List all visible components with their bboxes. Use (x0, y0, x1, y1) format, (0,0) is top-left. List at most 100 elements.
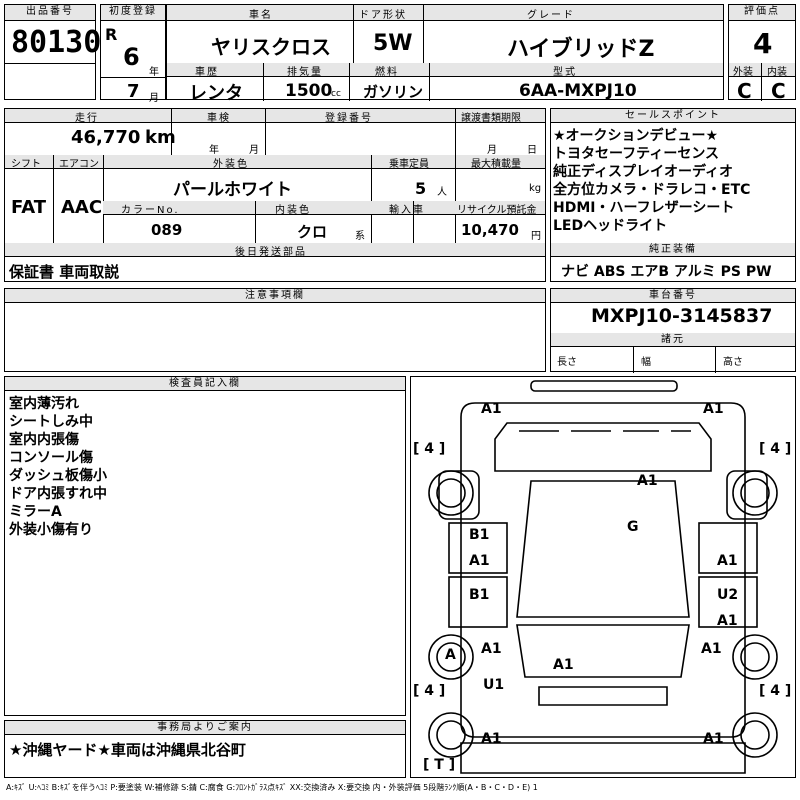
recycle: 10,470 (461, 221, 519, 239)
office-box: 事務局よりご案内 ★沖縄ヤード★車両は沖縄県北谷町 (4, 720, 406, 778)
shift: FAT (11, 197, 47, 218)
spec-length: 長さ (557, 357, 577, 368)
mark-hood: A1 (637, 473, 658, 489)
grade: ハイブリッドZ (507, 37, 655, 62)
genuine-label: 純正装備 (551, 243, 795, 257)
sales-label: セールスポイント (551, 109, 795, 123)
damage-diagram: [ 4 ] [ 4 ] [ 4 ] [ 4 ] [ T ] A1 A1 A1 G… (410, 376, 796, 778)
genuine-items: ナビ ABS エアB アルミ PS PW (561, 264, 772, 280)
transfer-day: 日 (527, 145, 537, 156)
later-label: 後日発送部品 (235, 247, 307, 258)
chassis-label: 車台番号 (551, 289, 795, 303)
sales-point: HDMI・ハーフレザーシート (553, 200, 735, 216)
ext-grade: C (737, 79, 752, 103)
mark-door-l: B1 (469, 587, 490, 603)
load-unit: kg (529, 183, 542, 194)
inspector-note: ミラーA (9, 504, 62, 520)
spec-height: 高さ (723, 357, 743, 368)
lot-number: 80130 (11, 25, 102, 60)
inspector-note: シートしみ中 (9, 414, 93, 430)
transfer-month: 月 (487, 145, 497, 156)
grade-label: グレード (527, 10, 575, 21)
lot-label: 出品番号 (5, 5, 95, 21)
sales-point: LEDヘッドライト (553, 218, 668, 234)
mark-bumper-r: A1 (703, 731, 724, 747)
mark-rear-l: A1 (481, 641, 502, 657)
score-label: 評価点 (729, 5, 795, 21)
regno-label: 登録番号 (325, 113, 373, 124)
sales-box: セールスポイント ★オークションデビュー★ トヨタセーフティーセンス純正ディスプレ… (550, 108, 796, 282)
tire-rl: [ 4 ] (413, 683, 446, 699)
mark-fender-l1: B1 (469, 527, 490, 543)
load-label: 最大積載量 (471, 159, 521, 170)
ac-label: エアコン (59, 159, 99, 170)
door-label: ドア形状 (359, 10, 407, 21)
interior-label: 内装色 (275, 205, 311, 216)
car-history: レンタ (189, 83, 243, 104)
insp-month: 月 (249, 145, 259, 156)
model-label: 型式 (553, 67, 577, 78)
mark-sill-l: U1 (483, 677, 505, 693)
ac: AAC (61, 197, 103, 218)
capacity: 5 (415, 179, 427, 198)
car-spec-box: 車名 ドア形状 グレード ヤリスクロス 5W ハイブリッドZ 車歴 排気量 燃料… (166, 4, 724, 104)
tire-rr: [ 4 ] (759, 683, 792, 699)
inspector-note: ドア内張すれ中 (9, 486, 107, 502)
fuel-label: 燃料 (375, 67, 399, 78)
sales-point: 純正ディスプレイオーディオ (553, 164, 734, 180)
int-label: 内装 (767, 67, 787, 78)
interior-unit: 系 (355, 231, 365, 242)
tire-fr: [ 4 ] (759, 441, 792, 457)
specs-label: 諸元 (551, 333, 795, 347)
chassis-box: 車台番号 MXPJ10-3145837 諸元 長さ 幅 高さ (550, 288, 796, 373)
mileage-label: 走行 (75, 113, 99, 124)
disp-unit: cc (331, 89, 341, 99)
later-items: 保証書 車両取説 (9, 263, 120, 281)
registration-box: 初度登録 R 6 年 7 月 (100, 4, 166, 104)
era: R (105, 25, 118, 44)
door-type: 5W (373, 31, 413, 56)
recycle-label: リサイクル預託金 (457, 205, 537, 216)
score-box: 評価点 4 外装 内装 C C (728, 4, 796, 103)
mark-fender-l2: A1 (469, 553, 490, 569)
mileage-unit: km (145, 127, 176, 148)
mileage: 46,770 (71, 127, 141, 148)
caution-box: 注意事項欄 (4, 288, 546, 372)
car-outline (428, 380, 778, 774)
inspector-box: 検査員記入欄 室内薄汚れシートしみ中室内内張傷コンソール傷ダッシュ板傷小ドア内張… (4, 376, 406, 716)
mark-bumper-l: A1 (481, 731, 502, 747)
inspector-note: ダッシュ板傷小 (9, 468, 107, 484)
car-name-label: 車名 (249, 10, 273, 21)
ext-label: 外装 (733, 67, 753, 78)
mark-door-r1: A1 (717, 553, 738, 569)
mark-wheel-rl: A (445, 647, 456, 663)
mark-windshield: G (627, 519, 639, 535)
inspector-label: 検査員記入欄 (5, 377, 405, 391)
reg-year: 6 (123, 43, 140, 71)
mark-door-r2: U2 (717, 587, 739, 603)
tire-fl: [ 4 ] (413, 441, 446, 457)
registration-label: 初度登録 (101, 5, 165, 21)
color-no: 089 (151, 221, 183, 239)
mark-rear-r: A1 (701, 641, 722, 657)
info-grid: 走行 車検 登録番号 譲渡書類期限 46,770 km 年 月 月 日 シフト … (4, 108, 546, 282)
inspector-note: 室内薄汚れ (9, 396, 79, 412)
color: パールホワイト (173, 180, 292, 200)
inspector-notes: 室内薄汚れシートしみ中室内内張傷コンソール傷ダッシュ板傷小ドア内張すれ中ミラーA… (9, 395, 107, 539)
disp-label: 排気量 (287, 67, 323, 78)
year-unit: 年 (149, 67, 159, 78)
int-grade: C (771, 79, 786, 103)
spec-width: 幅 (641, 357, 651, 368)
import-label: 輸入車 (389, 205, 425, 216)
insp-year: 年 (209, 145, 219, 156)
chassis-number: MXPJ10-3145837 (591, 305, 773, 327)
mark-front-l: A1 (481, 401, 502, 417)
caution-label: 注意事項欄 (5, 289, 545, 303)
sales-point: トヨタセーフティーセンス (553, 146, 720, 162)
inspection-label: 車検 (207, 113, 231, 124)
sales-point: ★オークションデビュー★ (553, 128, 719, 144)
sales-point: 全方位カメラ・ドラレコ・ETC (553, 182, 751, 198)
displacement: 1500 (285, 81, 333, 101)
model: 6AA-MXPJ10 (519, 81, 637, 101)
fuel: ガソリン (363, 83, 424, 101)
